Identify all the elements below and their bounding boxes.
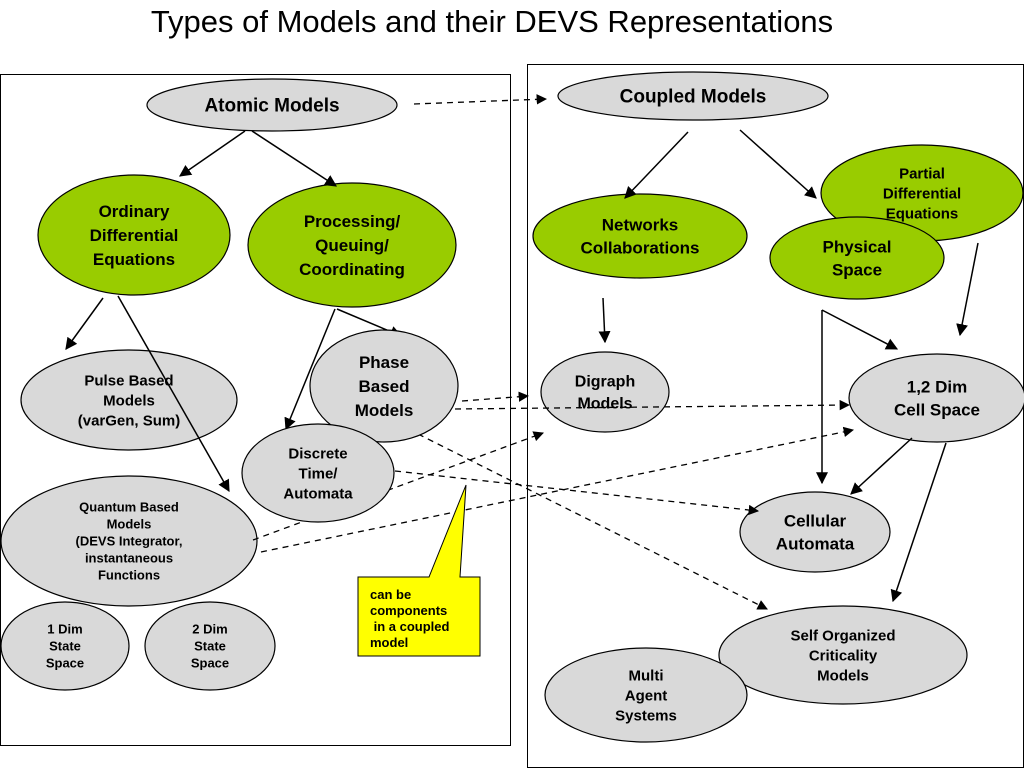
edge-pqc-discrete — [284, 308, 336, 431]
edge-coupled-networks — [624, 131, 689, 199]
edge-coupled-physical — [739, 129, 817, 199]
edge-ode-quantum — [117, 295, 230, 493]
edge-phase-digraph — [461, 391, 530, 402]
atomic-models-panel — [0, 74, 511, 746]
coupled-models-label: Coupled Models — [620, 87, 767, 108]
processing-queuing-label: Processing/Queuing/Coordinating — [299, 212, 405, 279]
edge-cellspace-cellular — [850, 437, 913, 495]
atomic-models-label: Atomic Models — [204, 96, 339, 117]
processing-queuing-node: Processing/Queuing/Coordinating — [247, 182, 457, 308]
edge-physical-cellspace — [821, 309, 899, 350]
edge-ode-pulse — [65, 297, 104, 350]
edge-atomic-pqc — [251, 130, 338, 187]
edge-networks-digraph — [598, 297, 611, 344]
edge-atomic-ode — [179, 130, 246, 177]
edge-discrete-cellular — [394, 470, 760, 516]
edge-atomic-coupled — [413, 94, 548, 105]
page-title: Types of Models and their DEVS Represent… — [150, 4, 834, 39]
atomic-models-node: Atomic Models — [146, 78, 398, 132]
edge-quantum-cellspace — [260, 426, 855, 553]
edge-cellspace-soc — [890, 442, 947, 603]
edge-quantum-digraph — [252, 431, 544, 541]
edge-pde-cellspace — [956, 242, 979, 337]
coupled-models-node: Coupled Models — [557, 71, 829, 121]
